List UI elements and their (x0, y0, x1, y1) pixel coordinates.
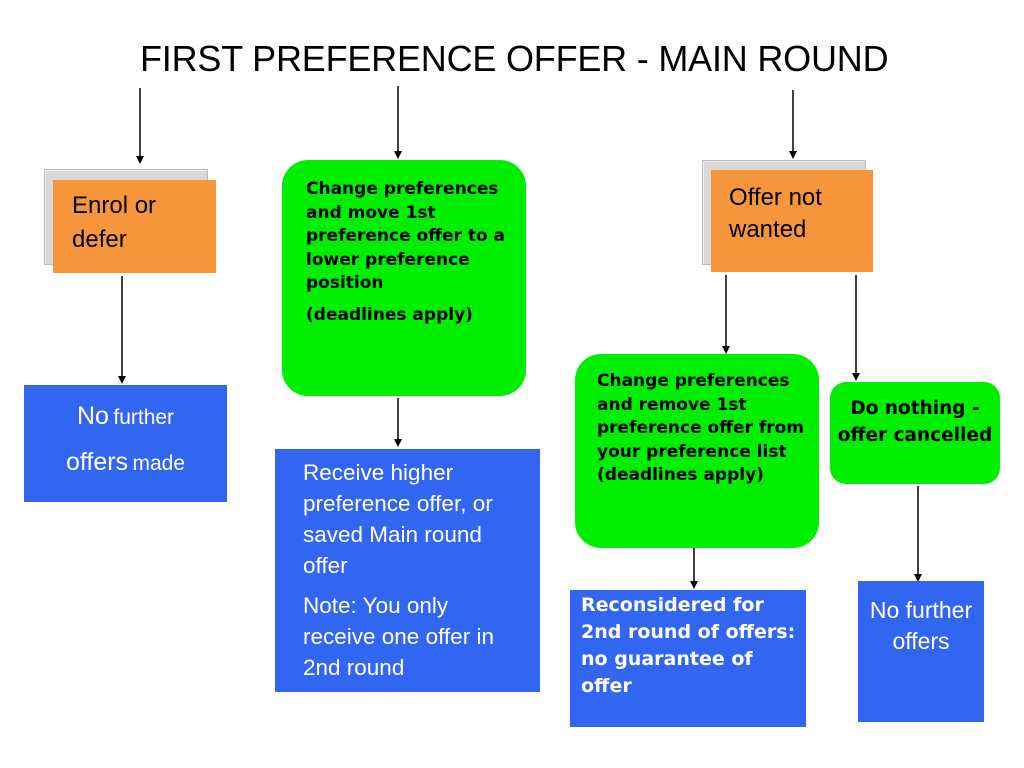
change-move-text: Change preferences and move 1st preferen… (306, 179, 506, 293)
offer-not-wanted-box: Offer not wanted (711, 170, 873, 272)
no-further-part1: No (76, 402, 109, 430)
change-move-box: Change preferences and move 1st preferen… (282, 160, 526, 396)
do-nothing-text: Do nothing - offer cancelled (837, 398, 993, 446)
change-remove-box: Change preferences and remove 1st prefer… (575, 354, 819, 548)
enrol-or-defer-box: Enrol or defer (53, 180, 216, 273)
receive-higher-note: Note: You only receive one offer in 2nd … (303, 593, 494, 680)
offer-not-wanted-text: Offer not wanted (729, 184, 822, 243)
no-further-offers-text: No further offers (869, 597, 973, 654)
change-remove-text: Change preferences and remove 1st prefer… (597, 371, 805, 485)
enrol-or-defer-text: Enrol or defer (72, 192, 157, 253)
reconsidered-text: Reconsidered for 2nd round of offers: no… (581, 594, 796, 697)
receive-higher-offer-box: Receive higher preference offer, or save… (275, 449, 540, 692)
no-further-part4: made (132, 452, 186, 475)
do-nothing-box: Do nothing - offer cancelled (830, 382, 1000, 484)
no-further-offers-box: No further offers (858, 581, 984, 722)
receive-higher-text: Receive higher preference offer, or save… (303, 460, 493, 578)
no-further-part2: further (113, 406, 175, 429)
reconsidered-box: Reconsidered for 2nd round of offers: no… (570, 590, 806, 727)
diagram-title: FIRST PREFERENCE OFFER - MAIN ROUND (140, 38, 889, 79)
no-further-offers-made-box: No further offers made (24, 385, 227, 502)
no-further-part3: offers (65, 448, 129, 476)
change-move-note: (deadlines apply) (306, 304, 473, 325)
